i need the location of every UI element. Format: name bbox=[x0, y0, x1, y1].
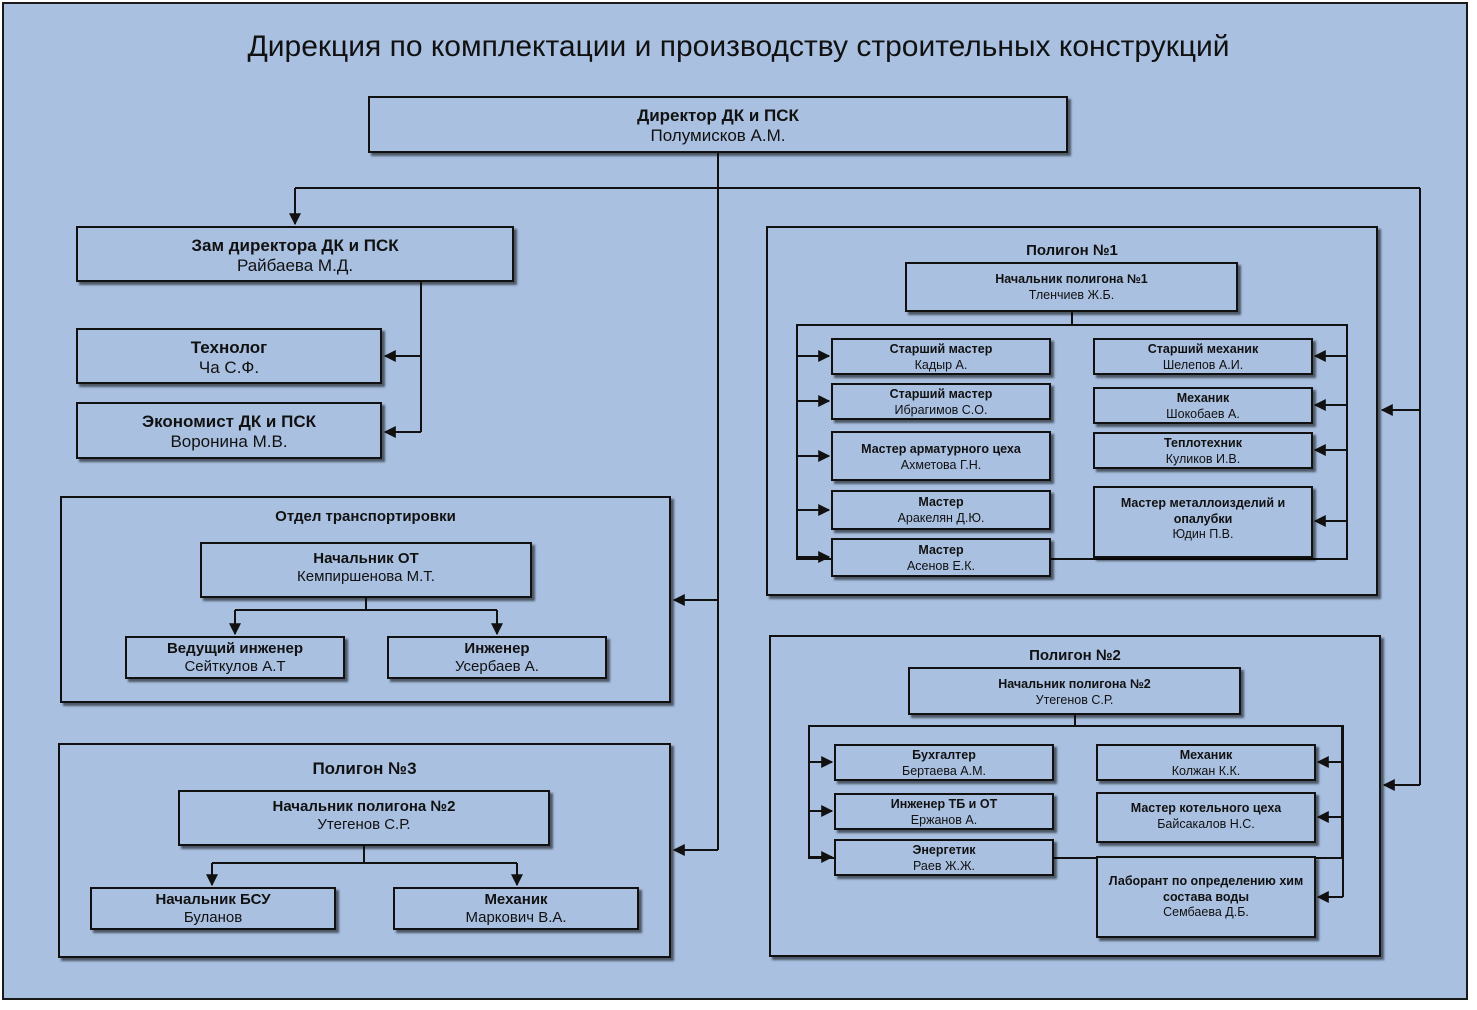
staff-name: Юдин П.В. bbox=[1172, 527, 1234, 541]
polygon3-head-box: Начальник полигона №2 Утегенов С.Р. bbox=[178, 790, 550, 846]
staff-name: Байсакалов Н.С. bbox=[1157, 816, 1255, 831]
polygon2-staff-r2: Мастер котельного цеха Байсакалов Н.С. bbox=[1096, 792, 1316, 843]
polygon3-head-name: Утегенов С.Р. bbox=[317, 816, 411, 833]
polygon2-staff-l3: Энергетик Раев Ж.Ж. bbox=[834, 839, 1054, 876]
engineer-role: Инженер bbox=[464, 640, 530, 657]
staff-name: Сембаева Д.Б. bbox=[1163, 905, 1249, 919]
polygon2-head-box: Начальник полигона №2 Утегенов С.Р. bbox=[908, 667, 1241, 715]
polygon2-staff-r1: Механик Колжан К.К. bbox=[1096, 744, 1316, 781]
staff-role: Мастер bbox=[918, 543, 964, 557]
economist-role: Экономист ДК и ПСК bbox=[142, 412, 316, 431]
staff-name: Ержанов А. bbox=[910, 812, 978, 827]
staff-role: Мастер арматурного цеха bbox=[861, 442, 1021, 456]
diagram-title: Дирекция по комплектации и производству … bbox=[247, 30, 1230, 63]
staff-role: Мастер bbox=[918, 495, 964, 509]
staff-name: Ахметова Г.Н. bbox=[900, 457, 982, 472]
transport-head-role: Начальник ОТ bbox=[313, 550, 419, 567]
transport-head-box: Начальник ОТ Кемпиршенова М.Т. bbox=[200, 542, 532, 598]
staff-name: Колжан К.К. bbox=[1171, 763, 1241, 778]
director-role: Директор ДК и ПСК bbox=[637, 106, 799, 125]
polygon2-staff-l2: Инженер ТБ и ОТ Ержанов А. bbox=[834, 793, 1054, 830]
director-name: Полумисков А.М. bbox=[650, 126, 786, 145]
engineer-box: Инженер Усербаев А. bbox=[387, 636, 607, 679]
bsu-head-role: Начальник БСУ bbox=[155, 891, 271, 908]
staff-role: Лаборант по определению хим состава воды bbox=[1108, 874, 1304, 904]
staff-role: Старший мастер bbox=[889, 342, 993, 356]
staff-role: Мастер котельного цеха bbox=[1130, 801, 1282, 815]
staff-role: Механик bbox=[1176, 391, 1230, 405]
lead-engineer-name: Сейткулов А.Т bbox=[184, 658, 286, 675]
lead-engineer-box: Ведущий инженер Сейткулов А.Т bbox=[125, 636, 345, 679]
polygon2-staff-l1: Бухгалтер Бертаева А.М. bbox=[834, 744, 1054, 781]
polygon2-staff-r3: Лаборант по определению хим состава воды… bbox=[1096, 856, 1316, 938]
polygon3-head-role: Начальник полигона №2 bbox=[272, 798, 456, 815]
technologist-name: Ча С.Ф. bbox=[198, 358, 260, 377]
staff-name: Куликов И.В. bbox=[1165, 451, 1241, 466]
director-box: Директор ДК и ПСК Полумисков А.М. bbox=[368, 96, 1068, 153]
polygon1-head-name: Тленчиев Ж.Б. bbox=[1028, 287, 1115, 302]
transport-title: Отдел транспортировки bbox=[275, 508, 456, 525]
polygon2-head-name: Утегенов С.Р. bbox=[1035, 692, 1114, 707]
polygon1-title: Полигон №1 bbox=[1026, 242, 1118, 259]
bsu-head-name: Буланов bbox=[183, 909, 243, 926]
technologist-role: Технолог bbox=[190, 338, 268, 357]
polygon1-group: Полигон №1 bbox=[766, 226, 1378, 596]
staff-role: Старший мастер bbox=[889, 387, 993, 401]
polygon2-group: Полигон №2 bbox=[769, 635, 1381, 957]
polygon1-staff-r4: Мастер металлоизделий и опалубки Юдин П.… bbox=[1093, 486, 1313, 558]
polygon1-staff-frame bbox=[796, 324, 1348, 560]
staff-role: Мастер металлоизделий и опалубки bbox=[1120, 496, 1286, 526]
staff-role: Инженер ТБ и ОТ bbox=[890, 797, 998, 811]
polygon1-staff-l2: Старший мастер Ибрагимов С.О. bbox=[831, 383, 1051, 420]
polygon1-staff-l1: Старший мастер Кадыр А. bbox=[831, 338, 1051, 375]
polygon1-staff-l3: Мастер арматурного цеха Ахметова Г.Н. bbox=[831, 431, 1051, 481]
polygon3-group: Полигон №3 bbox=[58, 743, 671, 958]
transport-group: Отдел транспортировки bbox=[60, 496, 671, 703]
polygon3-title: Полигон №3 bbox=[312, 759, 417, 778]
bsu-head-box: Начальник БСУ Буланов bbox=[90, 887, 336, 930]
staff-role: Механик bbox=[1179, 748, 1233, 762]
deputy-box: Зам директора ДК и ПСК Райбаева М.Д. bbox=[76, 226, 514, 282]
polygon1-staff-r2: Механик Шокобаев А. bbox=[1093, 387, 1313, 424]
staff-name: Кадыр А. bbox=[914, 357, 968, 372]
polygon1-staff-l5: Мастер Асенов Е.К. bbox=[831, 538, 1051, 577]
polygon2-head-role: Начальник полигона №2 bbox=[998, 677, 1151, 691]
polygon1-staff-l4: Мастер Аракелян Д.Ю. bbox=[831, 490, 1051, 530]
staff-name: Раев Ж.Ж. bbox=[913, 858, 975, 873]
staff-name: Шелепов А.И. bbox=[1162, 357, 1244, 372]
economist-box: Экономист ДК и ПСК Воронина М.В. bbox=[76, 402, 382, 459]
polygon2-title: Полигон №2 bbox=[1029, 647, 1121, 664]
polygon1-staff-r3: Теплотехник Куликов И.В. bbox=[1093, 432, 1313, 469]
staff-role: Бухгалтер bbox=[912, 748, 976, 762]
polygon1-head-box: Начальник полигона №1 Тленчиев Ж.Б. bbox=[905, 262, 1238, 312]
transport-head-name: Кемпиршенова М.Т. bbox=[297, 568, 435, 585]
staff-role: Старший механик bbox=[1147, 342, 1259, 356]
polygon3-mechanic-name: Маркович В.А. bbox=[465, 909, 567, 926]
polygon3-mechanic-box: Механик Маркович В.А. bbox=[393, 887, 639, 930]
staff-role: Энергетик bbox=[912, 843, 976, 857]
staff-name: Ибрагимов С.О. bbox=[894, 402, 988, 417]
polygon1-head-role: Начальник полигона №1 bbox=[995, 272, 1148, 286]
polygon1-staff-r1: Старший механик Шелепов А.И. bbox=[1093, 338, 1313, 375]
lead-engineer-role: Ведущий инженер bbox=[166, 640, 304, 657]
staff-role: Теплотехник bbox=[1164, 436, 1242, 450]
polygon3-mechanic-role: Механик bbox=[484, 891, 548, 908]
technologist-box: Технолог Ча С.Ф. bbox=[76, 328, 382, 384]
engineer-name: Усербаев А. bbox=[455, 658, 539, 675]
deputy-name: Райбаева М.Д. bbox=[236, 256, 354, 275]
economist-name: Воронина М.В. bbox=[170, 432, 288, 451]
staff-name: Аракелян Д.Ю. bbox=[897, 510, 985, 525]
staff-name: Бертаева А.М. bbox=[902, 763, 986, 778]
staff-name: Асенов Е.К. bbox=[906, 558, 976, 573]
deputy-role: Зам директора ДК и ПСК bbox=[191, 236, 399, 255]
staff-name: Шокобаев А. bbox=[1166, 406, 1240, 421]
